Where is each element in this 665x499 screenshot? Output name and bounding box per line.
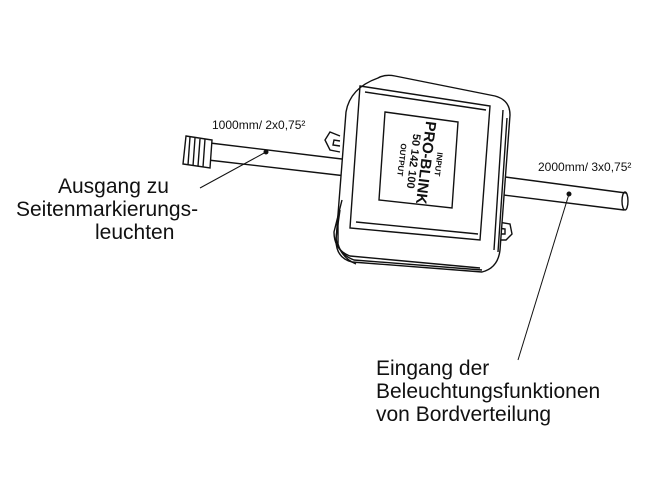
housing: [333, 74, 511, 273]
left-cable-spec: 1000mm/ 2x0,75²: [212, 118, 306, 132]
right-label-line1: Eingang der: [376, 357, 490, 380]
right-label-line2: Beleuchtungsfunktionen: [376, 380, 601, 403]
left-label-line3: leuchten: [95, 221, 175, 244]
left-label-line1: Ausgang zu: [58, 175, 169, 198]
right-label-line3: von Bordverteilung: [376, 403, 552, 426]
left-label-line2: Seitenmarkierungs-: [16, 198, 199, 221]
device-label: INPUT PRO-BLINK 50 142 100 OUTPUT: [391, 118, 449, 207]
leader-lines: [199, 149, 572, 361]
right-cable: [486, 174, 629, 211]
right-cable-spec: 2000mm/ 3x0,75²: [538, 160, 632, 174]
left-cable: [182, 135, 351, 177]
